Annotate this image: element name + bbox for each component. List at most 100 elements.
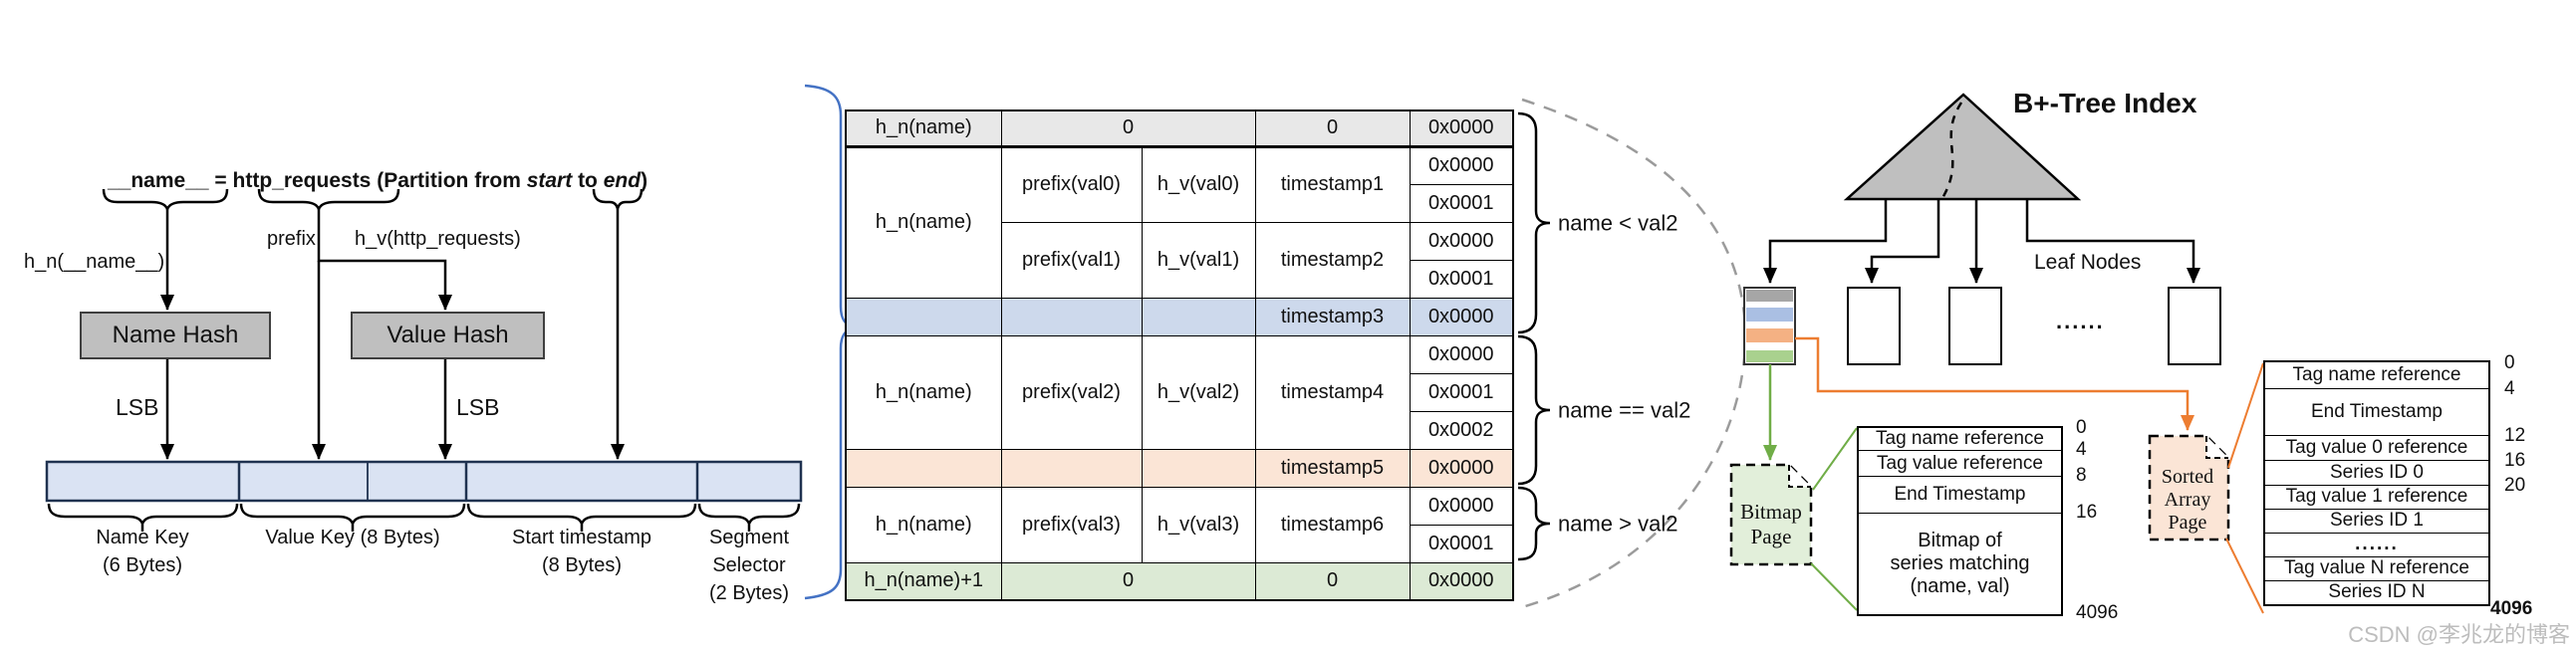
seg-selector-label-1: Segment [708, 527, 790, 548]
btree-triangle [1843, 93, 2082, 201]
cell-sa-tag-value-1: Tag value 1 reference [2263, 484, 2490, 510]
range-label-lt: name < val2 [1558, 210, 1678, 236]
cell-green-name: h_n(name)+1 [845, 561, 1002, 601]
cell-hdr-zero1: 0 [1000, 109, 1256, 148]
cell-g3-hv: h_v(val3) [1141, 486, 1256, 563]
cell-sa-tag-value-n: Tag value N reference [2263, 555, 2490, 581]
cell-g2-ts4: timestamp4 [1254, 334, 1411, 450]
seg-name-key-bytes: (6 Bytes) [102, 554, 183, 576]
bitmap-page-table: Tag name reference Tag value reference E… [1857, 426, 2063, 616]
table-row: 0x0001 [846, 259, 1514, 299]
table-row: Tag value reference [1857, 450, 2063, 477]
seg-start-ts-label: Start timestamp [511, 527, 652, 548]
title-post: ) [641, 169, 648, 192]
bitmap-offset-0: 0 [2076, 417, 2087, 439]
cell-sa-end-timestamp: End Timestamp [2263, 387, 2490, 436]
brace-name-gt [1517, 486, 1551, 561]
cell-green-zero1: 0 [1000, 561, 1256, 601]
sorted-fan-bottom [2225, 538, 2264, 614]
leaf-node-3 [1948, 287, 2002, 365]
cell-g1-v1: 0x0000 [1409, 145, 1514, 185]
cell-tag-value-ref: Tag value reference [1857, 450, 2063, 477]
sorted-page-label-3: Page [2168, 512, 2207, 534]
table-row-highlight-blue: timestamp3 0x0000 [845, 297, 1514, 336]
table-row: Series ID 1 [2263, 508, 2490, 534]
leaf-ellipsis: ...... [2056, 309, 2105, 333]
sorted-array-table: Tag name reference End Timestamp Tag val… [2263, 360, 2490, 606]
cell-g1-v4: 0x0001 [1409, 259, 1514, 299]
leaf-stripe-gray [1746, 290, 1793, 302]
cell-g2-prefix: prefix(val2) [1000, 334, 1143, 450]
cell-orange-ts5: timestamp5 [1254, 448, 1411, 488]
sorted-page-fold [2205, 436, 2228, 459]
cell-orange-empty-2 [1000, 448, 1143, 488]
lsb-left-label: LSB [116, 394, 159, 420]
cell-end-timestamp: End Timestamp [1857, 476, 2063, 514]
bitmap-fan-top [1812, 427, 1858, 491]
key-layout-table: h_n(name) 0 0 0x0000 h_n(name) prefix(va… [845, 109, 1514, 601]
cell-blue-empty-2 [1000, 297, 1143, 336]
tree-connector-4 [2025, 199, 2200, 284]
range-label-gt: name > val2 [1558, 511, 1678, 537]
table-row: End Timestamp [2263, 387, 2490, 436]
brace-segment-selector [697, 503, 801, 532]
cell-green-zero2: 0 [1254, 561, 1411, 601]
range-label-eq: name == val2 [1558, 397, 1691, 423]
sorted-page-outline [2148, 434, 2230, 541]
cell-g1-ts1: timestamp1 [1254, 145, 1411, 223]
table-row: Tag name reference [2263, 360, 2490, 389]
cell-g3-v1: 0x0000 [1409, 486, 1514, 526]
brace-name-key [47, 503, 239, 532]
leaf-node-2 [1847, 287, 1901, 365]
brace-value-key [239, 503, 466, 532]
cell-sa-series-id-n: Series ID N [2263, 579, 2490, 606]
table-row-highlight-orange: timestamp5 0x0000 [845, 448, 1514, 488]
cell-sa-tag-name-ref: Tag name reference [2263, 360, 2490, 389]
bitmap-offset-8: 8 [2076, 465, 2087, 487]
cell-g2-v1: 0x0000 [1409, 334, 1514, 374]
cell-orange-empty-1 [845, 448, 1002, 488]
table-row: h_n(name) prefix(val0) h_v(val0) timesta… [845, 145, 1514, 299]
cell-g1-hv1: h_v(val1) [1141, 221, 1256, 299]
seg-value-key-label: Value Key (8 Bytes) [265, 527, 440, 548]
brace-name-lt [1517, 111, 1551, 334]
cell-g2-name: h_n(name) [845, 334, 1002, 450]
cell-orange-empty-3 [1141, 448, 1256, 488]
table-row: 0x0001 [846, 183, 1514, 223]
sorted-fan-top [2227, 362, 2264, 469]
leaf-stripe-blue [1746, 308, 1793, 322]
bitmap-page-label-2: Page [1750, 525, 1792, 548]
bitmap-fan-bottom [1810, 562, 1858, 611]
seg-name-key-label: Name Key [96, 527, 189, 548]
cell-tag-name-ref: Tag name reference [1857, 426, 2063, 451]
sorted-offset-4: 4 [2504, 378, 2515, 400]
cell-g3-v2: 0x0001 [1409, 524, 1514, 563]
cell-g1-v3: 0x0000 [1409, 221, 1514, 261]
table-row-header: h_n(name) 0 0 0x0000 [845, 109, 1514, 148]
prefix-label: prefix [267, 228, 316, 250]
cell-g1-v2: 0x0001 [1409, 183, 1514, 223]
table-row: Tag name reference [1857, 426, 2063, 451]
table-row: End Timestamp [1857, 476, 2063, 514]
cell-g3-prefix: prefix(val3) [1000, 486, 1143, 563]
leaf-stripe-green [1746, 350, 1793, 362]
table-row: 0x0001 [846, 372, 1514, 412]
name-hash-box: Name Hash [80, 312, 271, 359]
leaf-nodes-label: Leaf Nodes [2034, 251, 2142, 274]
name-hash-label: Name Hash [112, 322, 239, 348]
cell-blue-ts3: timestamp3 [1254, 297, 1411, 336]
cell-g2-v3: 0x0002 [1409, 410, 1514, 450]
cell-sa-ellipsis: ...... [2263, 532, 2490, 557]
title-pre: __name__ = http_requests (Partition from [108, 169, 527, 192]
partition-title: __name__ = http_requests (Partition from… [108, 169, 647, 193]
tree-connector-1 [1763, 199, 1888, 284]
hn-name-label: h_n(__name__) [24, 251, 165, 273]
title-mid: to [572, 169, 604, 192]
table-row: Tag value 0 reference [2263, 434, 2490, 461]
sorted-offset-16: 16 [2504, 450, 2526, 472]
table-row: h_n(name) prefix(val3) h_v(val3) timesta… [845, 486, 1514, 563]
sorted-page-label-2: Array [2164, 489, 2211, 511]
cell-hdr-seg: 0x0000 [1409, 109, 1514, 148]
sorted-offset-0: 0 [2504, 352, 2515, 374]
